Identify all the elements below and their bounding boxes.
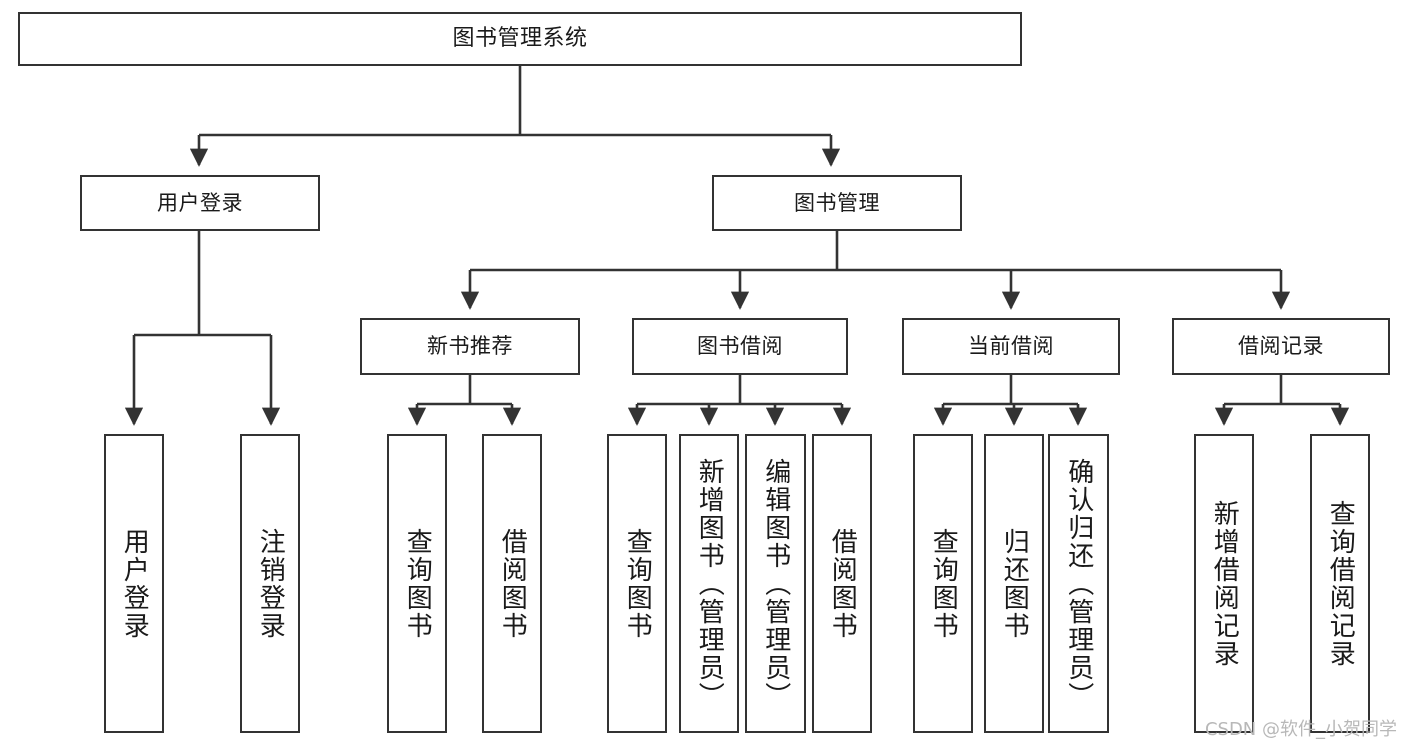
leaf-query-books-borrowing-label: 查询图书 [622,527,653,640]
node-book-borrowing[interactable]: 图书借阅 [632,318,848,375]
node-new-book-recommendation[interactable]: 新书推荐 [360,318,580,375]
leaf-confirm-return-admin[interactable]: 确认归还（管理员） [1048,434,1109,733]
leaf-query-books-recommend[interactable]: 查询图书 [387,434,447,733]
leaf-add-book-admin[interactable]: 新增图书（管理员） [679,434,739,733]
leaf-query-books-current[interactable]: 查询图书 [913,434,973,733]
node-current-borrowing[interactable]: 当前借阅 [902,318,1120,375]
leaf-user-logout-label: 注销登录 [255,527,286,640]
leaf-query-borrow-record[interactable]: 查询借阅记录 [1310,434,1370,733]
leaf-return-books-label: 归还图书 [999,527,1030,640]
node-book-borrowing-label: 图书借阅 [697,334,783,359]
leaf-add-borrow-record[interactable]: 新增借阅记录 [1194,434,1254,733]
leaf-query-borrow-record-label: 查询借阅记录 [1325,499,1356,668]
node-book-management[interactable]: 图书管理 [712,175,962,231]
node-user-login[interactable]: 用户登录 [80,175,320,231]
leaf-edit-book-admin-label: 编辑图书（管理员） [760,457,791,710]
leaf-return-books[interactable]: 归还图书 [984,434,1044,733]
leaf-borrow-books-recommend[interactable]: 借阅图书 [482,434,542,733]
node-borrowing-records[interactable]: 借阅记录 [1172,318,1390,375]
leaf-query-books-borrowing[interactable]: 查询图书 [607,434,667,733]
leaf-confirm-return-admin-label: 确认归还（管理员） [1063,457,1094,710]
leaf-add-borrow-record-label: 新增借阅记录 [1209,499,1240,668]
node-root[interactable]: 图书管理系统 [18,12,1022,66]
leaf-user-login[interactable]: 用户登录 [104,434,164,733]
watermark: CSDN @软件_小贺同学 [1204,719,1397,740]
leaf-edit-book-admin[interactable]: 编辑图书（管理员） [745,434,806,733]
leaf-borrow-books-borrowing-label: 借阅图书 [827,527,858,640]
leaf-add-book-admin-label: 新增图书（管理员） [694,457,725,710]
node-root-label: 图书管理系统 [452,26,588,52]
leaf-query-books-recommend-label: 查询图书 [402,527,433,640]
node-new-book-recommendation-label: 新书推荐 [427,334,513,359]
leaf-borrow-books-recommend-label: 借阅图书 [497,527,528,640]
node-borrowing-records-label: 借阅记录 [1238,334,1324,359]
node-current-borrowing-label: 当前借阅 [968,334,1054,359]
leaf-borrow-books-borrowing[interactable]: 借阅图书 [812,434,872,733]
leaf-user-login-label: 用户登录 [119,527,150,640]
leaf-user-logout[interactable]: 注销登录 [240,434,300,733]
node-user-login-label: 用户登录 [157,190,243,215]
leaf-query-books-current-label: 查询图书 [928,527,959,640]
node-book-management-label: 图书管理 [794,190,880,215]
